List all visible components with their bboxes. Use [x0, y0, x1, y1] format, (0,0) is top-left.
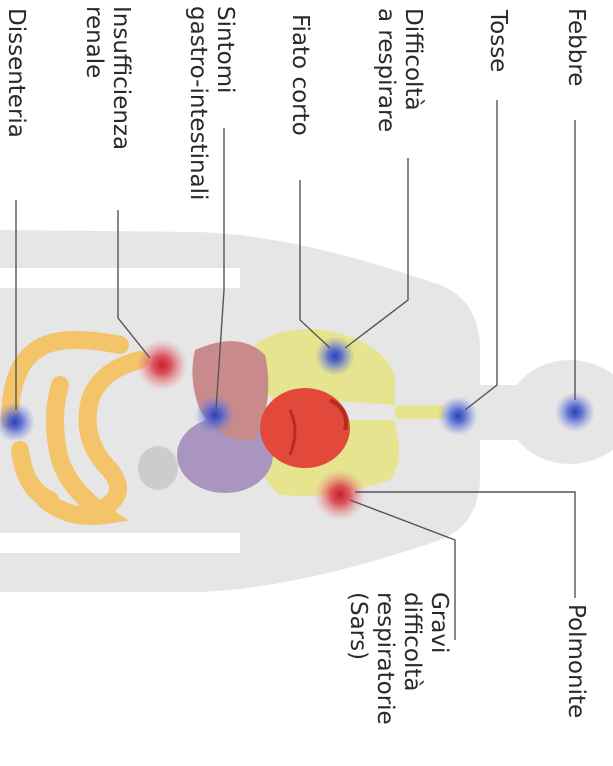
label-breathing-difficulty: Difficoltà a respirare	[372, 8, 426, 132]
kidney	[138, 446, 178, 490]
marker-shortness-of-breath	[315, 336, 355, 376]
marker-gastrointestinal	[195, 395, 235, 435]
label-shortness-of-breath: Fiato corto	[286, 14, 313, 136]
label-fever: Febbre	[562, 8, 589, 86]
heart	[260, 388, 350, 468]
label-pneumonia: Polmonite	[562, 604, 589, 718]
marker-kidney-failure	[136, 339, 188, 391]
marker-severe-respiratory	[314, 469, 366, 521]
marker-cough	[438, 396, 478, 436]
label-gastrointestinal: Sintomi gastro-intestinali	[184, 6, 238, 200]
label-dysentery: Dissenteria	[2, 8, 29, 138]
trachea	[395, 405, 445, 419]
label-cough: Tosse	[484, 10, 511, 72]
label-kidney-failure: Insufficienza renale	[80, 6, 134, 150]
label-severe-respiratory: Gravi difficoltà respiratorie (Sars)	[344, 592, 452, 725]
